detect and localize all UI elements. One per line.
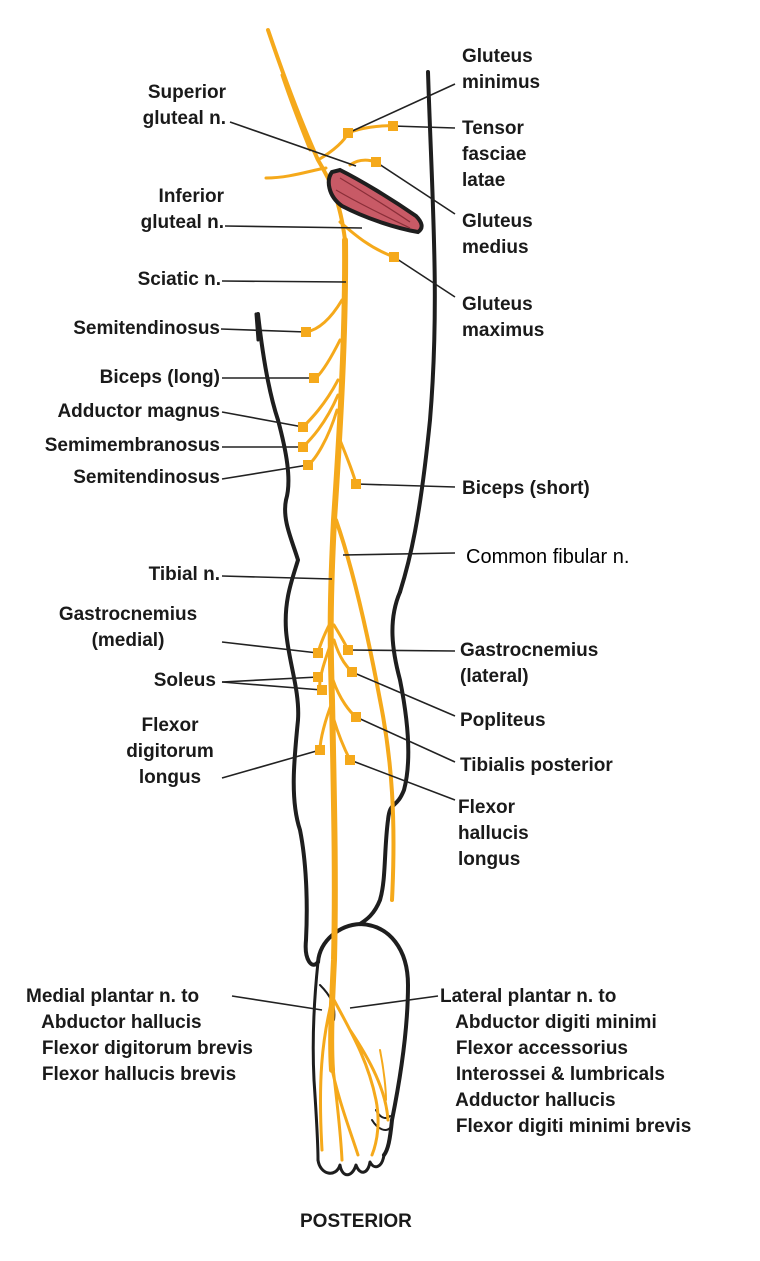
semimembranosus-marker xyxy=(298,442,308,452)
leader-biceps-short xyxy=(355,483,456,488)
label-biceps-short: Biceps (short) xyxy=(462,478,590,499)
popliteus-marker xyxy=(347,667,357,677)
label-common-fibular-n: Common fibular n. xyxy=(466,546,630,568)
sural-fibers xyxy=(379,1049,387,1101)
superior-gluteal-branch xyxy=(316,124,395,167)
leader-flexor-digitorum-longus xyxy=(221,749,321,779)
leader-gluteus-minimus xyxy=(347,83,456,134)
leader-adductor-magnus xyxy=(221,411,304,428)
leader-inferior-gluteal xyxy=(224,225,363,229)
leader-gastrocnemius-medial xyxy=(221,641,319,654)
leader-lines xyxy=(220,83,456,1011)
label-gluteus-maximus: Gluteus maximus xyxy=(462,294,545,341)
sole-crease-1 xyxy=(371,1119,391,1131)
leader-semitendinosus-1 xyxy=(220,328,307,333)
leader-gluteus-medius xyxy=(375,161,456,215)
label-inferior-gluteal-n: Inferior gluteal n. xyxy=(140,186,224,233)
label-gastrocnemius-lateral: Gastrocnemius (lateral) xyxy=(460,640,599,687)
calf-branches xyxy=(316,618,358,762)
superior-gluteal-marker-medius xyxy=(371,157,381,167)
semitendinosus-lower-marker xyxy=(303,460,313,470)
label-medial-plantar-n: Medial plantar n. to Abductor hallucis F… xyxy=(26,986,253,1085)
leader-gastrocnemius-lateral xyxy=(347,649,456,652)
medial-thigh-tick xyxy=(254,312,260,342)
soleus-marker-1 xyxy=(313,672,323,682)
leader-semitendinosus-2 xyxy=(221,464,309,480)
gluteus-maximus-muscle xyxy=(326,167,424,235)
sole-medial-outline xyxy=(311,960,320,1162)
lateral-knee-outline xyxy=(358,590,411,926)
leader-common-fibular xyxy=(342,552,456,556)
label-flexor-digitorum-longus: Flexor digitorum longus xyxy=(126,715,214,788)
leg-outline xyxy=(254,70,437,1177)
leader-popliteus xyxy=(351,671,456,717)
tibialis-posterior-marker xyxy=(351,712,361,722)
lumbosacral-root-1 xyxy=(266,28,347,242)
label-soleus: Soleus xyxy=(153,670,216,691)
biceps-long-marker xyxy=(309,373,319,383)
medial-plantar-nerve xyxy=(318,998,360,1162)
superior-gluteal-marker-tensor xyxy=(388,121,398,131)
label-lateral-plantar-n: Lateral plantar n. to Abductor digiti mi… xyxy=(440,986,692,1137)
label-tibial-n: Tibial n. xyxy=(148,564,220,585)
view-caption: POSTERIOR xyxy=(300,1211,412,1232)
leader-sciatic xyxy=(221,280,347,283)
sciatic-nerve-trunk xyxy=(327,237,349,1073)
label-flexor-hallucis-longus: Flexor hallucis longus xyxy=(458,797,529,870)
label-popliteus: Popliteus xyxy=(460,710,546,731)
leader-soleus-2 xyxy=(221,681,323,691)
leader-gluteus-maximus xyxy=(393,256,456,298)
leader-soleus-1 xyxy=(221,676,319,683)
label-tibialis-posterior: Tibialis posterior xyxy=(460,755,613,776)
leader-medial-plantar xyxy=(231,995,323,1011)
inferior-gluteal-marker xyxy=(389,252,399,262)
inferior-gluteal-branch xyxy=(338,220,396,259)
label-gluteus-minimus: Gluteus minimus xyxy=(462,46,541,93)
superior-gluteal-marker-minimus xyxy=(343,128,353,138)
label-semimembranosus: Semimembranosus xyxy=(44,435,220,456)
lateral-thigh-outline xyxy=(398,70,437,594)
medial-calf-outline xyxy=(284,628,320,967)
leader-tibial xyxy=(221,575,333,580)
lumbosacral-root-3 xyxy=(264,166,328,180)
label-superior-gluteal-n: Superior gluteal n. xyxy=(142,82,226,129)
hamstring-branches xyxy=(301,298,344,467)
heel-outline xyxy=(316,922,410,1157)
label-gluteus-medius: Gluteus medius xyxy=(462,211,533,258)
flexor-hallucis-longus-marker xyxy=(345,755,355,765)
common-fibular-nerve xyxy=(334,518,396,902)
label-biceps-long: Biceps (long) xyxy=(99,367,220,388)
lateral-plantar-nerve xyxy=(332,998,390,1157)
leader-lateral-plantar xyxy=(349,995,439,1009)
biceps-short-branch xyxy=(338,438,358,486)
flexor-digitorum-longus-marker xyxy=(315,745,325,755)
gastrocnemius-lateral-marker xyxy=(343,645,353,655)
leader-superior-gluteal xyxy=(229,121,357,167)
soleus-marker-2 xyxy=(317,685,327,695)
label-tensor-fasciae-latae: Tensor fasciae latae xyxy=(462,118,527,191)
leader-tensor xyxy=(392,125,456,129)
label-semitendinosus-lower: Semitendinosus xyxy=(73,467,220,488)
motor-point-markers xyxy=(298,121,399,765)
label-semitendinosus-upper: Semitendinosus xyxy=(73,318,220,339)
semitendinosus-upper-marker xyxy=(301,327,311,337)
label-gastrocnemius-medial: Gastrocnemius (medial) xyxy=(58,604,198,651)
nerve-tree xyxy=(264,28,396,1162)
adductor-magnus-marker xyxy=(298,422,308,432)
biceps-short-marker xyxy=(351,479,361,489)
lumbosacral-root-2 xyxy=(280,73,312,152)
leader-flexor-hallucis-longus xyxy=(349,759,456,801)
gastrocnemius-medial-marker xyxy=(313,648,323,658)
leader-tibialis-posterior xyxy=(355,716,456,763)
label-sciatic-n: Sciatic n. xyxy=(137,269,221,290)
toes-outline xyxy=(316,1153,386,1177)
label-adductor-magnus: Adductor magnus xyxy=(57,401,220,422)
medial-thigh-outline xyxy=(256,312,300,632)
